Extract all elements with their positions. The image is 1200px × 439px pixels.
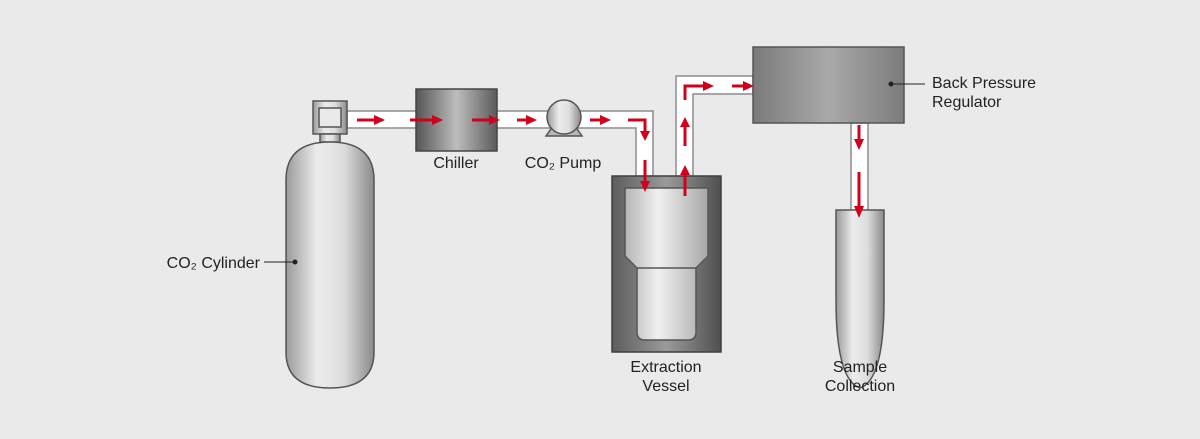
flow-arrow-11 bbox=[732, 81, 754, 91]
co2-pump-label: CO₂ Pump bbox=[525, 155, 602, 172]
flow-arrow-7 bbox=[640, 160, 650, 192]
sample-collection-label-line1: Sample bbox=[833, 359, 887, 376]
pump-body bbox=[546, 99, 582, 135]
flow-arrow-4 bbox=[517, 115, 537, 125]
co2-cylinder-label: CO₂ Cylinder bbox=[167, 255, 261, 272]
flow-arrow-3 bbox=[472, 115, 500, 125]
vessel-inner-chamber bbox=[624, 187, 709, 341]
extraction-vessel-label-line2: Vessel bbox=[642, 378, 689, 395]
flow-arrow-13 bbox=[854, 172, 864, 218]
regulator-leader-dot bbox=[888, 81, 894, 87]
flow-arrow-12 bbox=[854, 125, 864, 150]
cylinder-leader-dot bbox=[292, 259, 298, 265]
flow-arrows bbox=[357, 81, 864, 218]
sample-collection-label-line2: Collection bbox=[825, 378, 895, 395]
flow-arrow-5 bbox=[590, 115, 611, 125]
co2-cylinder bbox=[285, 100, 375, 389]
flow-arrow-1 bbox=[357, 115, 385, 125]
cylinder-neck bbox=[319, 133, 341, 143]
flow-arrow-10 bbox=[683, 81, 714, 100]
co2-pump bbox=[544, 99, 584, 137]
label-leaders bbox=[264, 81, 925, 265]
cylinder-valve-handle bbox=[312, 100, 348, 135]
back-pressure-regulator-unit bbox=[752, 46, 905, 124]
chiller-label: Chiller bbox=[433, 155, 479, 172]
flow-arrow-6 bbox=[628, 118, 650, 141]
sample-collection-tube bbox=[835, 209, 885, 389]
back-pressure-regulator-label-line1: Back Pressure bbox=[932, 75, 1036, 92]
flow-arrow-8 bbox=[680, 165, 690, 196]
cylinder-body bbox=[285, 141, 375, 389]
flow-arrow-2 bbox=[410, 115, 443, 125]
extraction-vessel-label-line1: Extraction bbox=[630, 359, 701, 376]
back-pressure-regulator-label-line2: Regulator bbox=[932, 94, 1002, 111]
flow-arrow-9 bbox=[680, 117, 690, 146]
extraction-vessel bbox=[611, 175, 722, 353]
